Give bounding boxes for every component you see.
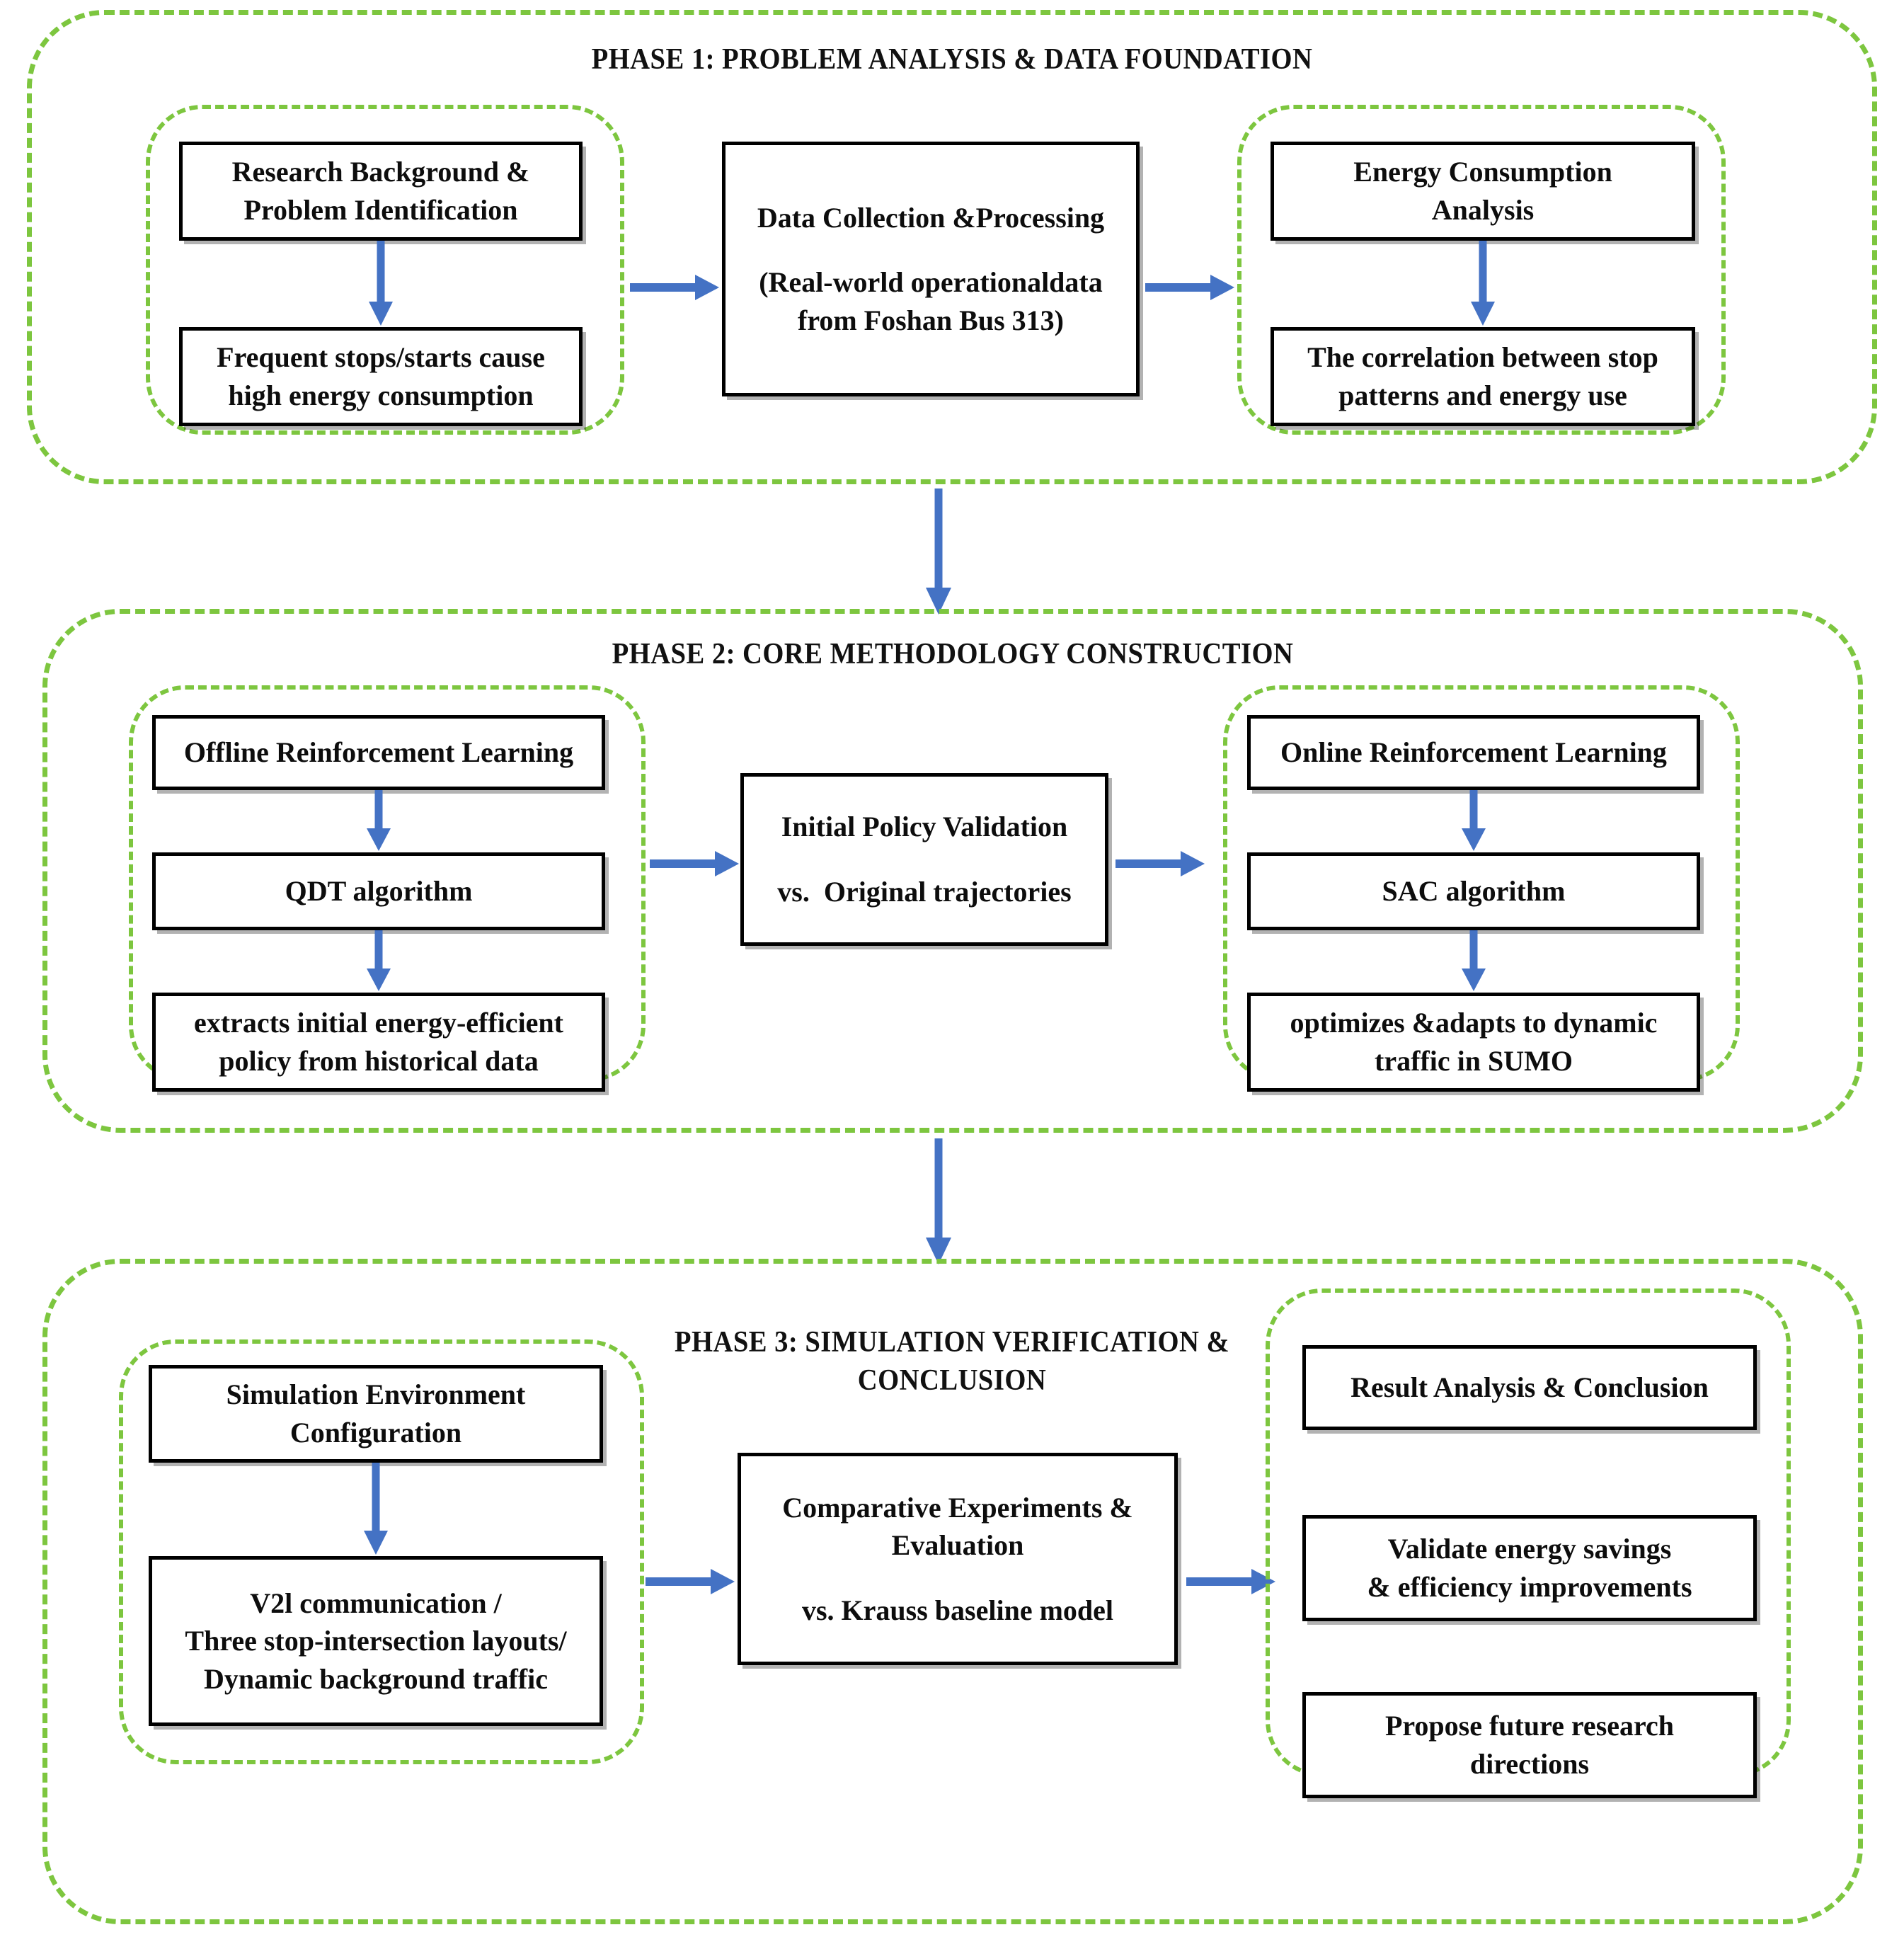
node-correlation-text: The correlation between stop patterns an… [1307,341,1658,411]
node-sac-algorithm: SAC algorithm [1247,852,1700,930]
node-data-collection-heading: Data Collection &Processing [757,201,1105,234]
node-frequent-stops: Frequent stops/starts cause high energy … [179,327,583,426]
phase-3-left-subgroup [119,1339,644,1764]
node-comparative-experiments-detail: vs. Krauss baseline model [801,1594,1114,1626]
arrow-online-to-sac [1457,790,1490,852]
node-comparative-experiments: Comparative Experiments & Evaluation vs.… [738,1453,1178,1665]
node-simulation-env-config-text: Simulation Environment Configuration [226,1378,526,1449]
phase-1-title-text: PHASE 1: PROBLEM ANALYSIS & DATA FOUNDAT… [591,43,1313,76]
phase-2-group [42,609,1863,1133]
arrow-comparative-to-results [1186,1565,1277,1599]
phase-2-title-text: PHASE 2: CORE METHODOLOGY CONSTRUCTION [612,638,1294,670]
node-sac-algorithm-text: SAC algorithm [1382,875,1566,908]
node-research-background: Research Background & Problem Identifica… [179,142,583,241]
node-comparative-experiments-heading: Comparative Experiments & Evaluation [782,1491,1133,1562]
node-initial-policy-validation: Initial Policy Validation vs. Original t… [740,773,1108,946]
node-v2l-communication: V2l communication / Three stop-intersect… [149,1556,603,1726]
arrow-data-collection-to-energy [1145,270,1236,304]
phase-1-group [27,10,1877,484]
arrow-research-to-frequent [365,241,397,327]
node-result-analysis-text: Result Analysis & Conclusion [1350,1371,1709,1404]
node-offline-rl-text: Offline Reinforcement Learning [183,736,574,769]
node-qdt-algorithm-text: QDT algorithm [285,875,473,908]
phase-1-right-subgroup [1237,105,1726,435]
node-correlation: The correlation between stop patterns an… [1271,327,1695,426]
phase-3-title-text: PHASE 3: SIMULATION VERIFICATION & CONCL… [674,1325,1230,1397]
node-qdt-algorithm: QDT algorithm [152,852,605,930]
phase-1-left-subgroup [146,105,624,435]
node-frequent-stops-text: Frequent stops/starts cause high energy … [217,341,545,411]
node-extracts-policy: extracts initial energy-efficient policy… [152,993,605,1092]
node-research-background-text: Research Background & Problem Identifica… [231,156,530,226]
node-initial-policy-validation-heading: Initial Policy Validation [781,811,1068,843]
node-v2l-communication-text: V2l communication / Three stop-intersect… [185,1587,567,1695]
arrow-left-to-policy-validation [650,847,740,881]
node-online-rl-text: Online Reinforcement Learning [1280,736,1667,769]
node-future-research-text: Propose future research directions [1384,1710,1675,1780]
node-extracts-policy-text: extracts initial energy-efficient policy… [193,1007,563,1077]
phase-3-group [42,1259,1863,1924]
phase-3-title: PHASE 3: SIMULATION VERIFICATION & CONCL… [604,1286,1300,1400]
phase-1-title: PHASE 1: PROBLEM ANALYSIS & DATA FOUNDAT… [561,41,1343,79]
node-energy-consumption-text: Energy Consumption Analysis [1353,156,1612,226]
arrow-energy-to-correlation [1467,241,1499,327]
node-initial-policy-validation-gap [754,846,1095,873]
arrow-sac-to-optimizes [1457,930,1490,993]
arrow-left-to-comparative [646,1565,736,1599]
node-comparative-experiments-gap [751,1565,1164,1592]
node-optimizes-adapts: optimizes &adapts to dynamic traffic in … [1247,993,1700,1092]
node-validate-energy-savings: Validate energy savings & efficiency imp… [1302,1515,1757,1621]
phase-2-title: PHASE 2: CORE METHODOLOGY CONSTRUCTION [562,636,1343,674]
node-offline-rl: Offline Reinforcement Learning [152,715,605,790]
node-energy-consumption: Energy Consumption Analysis [1271,142,1695,241]
arrow-left-to-data-collection [630,270,721,304]
node-simulation-env-config: Simulation Environment Configuration [149,1365,603,1463]
arrow-policy-validation-to-online [1116,847,1206,881]
arrow-simconfig-to-v2l [360,1463,392,1556]
node-online-rl: Online Reinforcement Learning [1247,715,1700,790]
node-data-collection-gap [735,236,1126,263]
node-data-collection: Data Collection &Processing (Real-world … [722,142,1140,396]
arrow-offline-to-qdt [362,790,395,852]
node-data-collection-detail: (Real-world operationaldata from Foshan … [759,266,1103,336]
node-validate-energy-savings-text: Validate energy savings & efficiency imp… [1367,1533,1692,1603]
node-result-analysis: Result Analysis & Conclusion [1302,1345,1757,1430]
node-optimizes-adapts-text: optimizes &adapts to dynamic traffic in … [1290,1007,1658,1077]
node-future-research: Propose future research directions [1302,1692,1757,1798]
arrow-phase2-to-phase3 [919,1138,958,1266]
arrow-phase1-to-phase2 [919,488,958,616]
node-initial-policy-validation-detail: vs. Original trajectories [777,876,1072,908]
arrow-qdt-to-extracts [362,930,395,993]
